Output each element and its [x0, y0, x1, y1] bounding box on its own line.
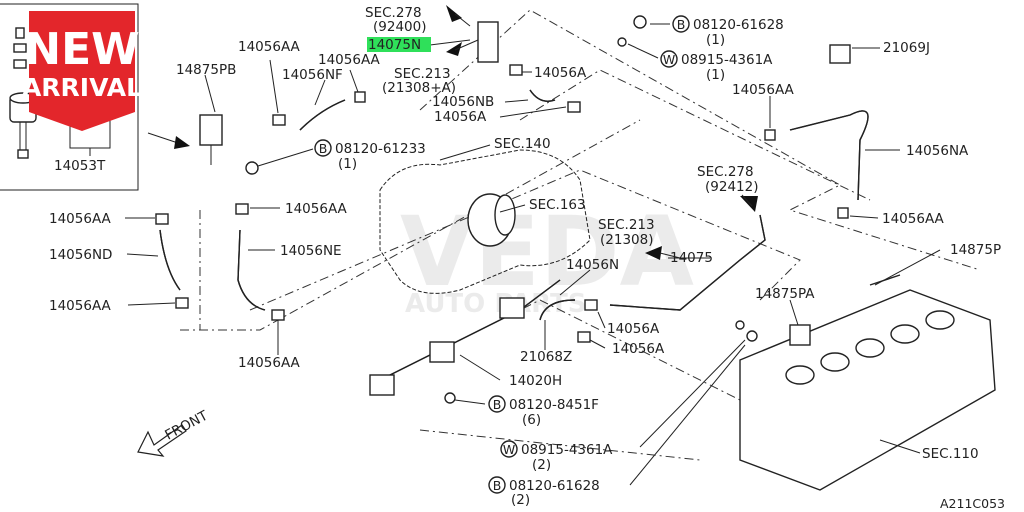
highlight-box	[367, 37, 431, 52]
label-14056A-2: 14056A	[434, 109, 487, 125]
label-bolt-top-qty: (1)	[706, 32, 725, 48]
figure-code: A211C053	[940, 496, 1005, 511]
label-bolt-left: 08120-61233	[335, 141, 426, 157]
label-14056AA-7: 14056AA	[49, 298, 112, 314]
callout-labels: 14875PB 14056AA 14056NF 14056AA SEC.278 …	[49, 5, 1005, 511]
label-washer-bottom: 08915-4361A	[521, 442, 613, 458]
label-bolt-bottom: 08120-8451F	[509, 397, 599, 413]
label-bolt-bottom-qty: (6)	[522, 412, 541, 428]
watermark: VEDA AUTO PARTS	[400, 196, 694, 319]
label-sec213-mid-ref: (21308)	[600, 232, 653, 248]
label-14056AA-1: 14056AA	[238, 39, 301, 55]
label-sec278-top: SEC.278	[365, 5, 422, 21]
label-14875PA: 14875PA	[755, 286, 815, 302]
label-front: FRONT	[162, 407, 211, 443]
label-14056AA-8: 14056AA	[238, 355, 301, 371]
label-14056AA-6: 14056AA	[49, 211, 112, 227]
label-14056AA-5: 14056AA	[285, 201, 348, 217]
fittings	[155, 15, 851, 404]
label-21068Z: 21068Z	[520, 349, 572, 365]
label-14056NF: 14056NF	[282, 67, 343, 83]
label-sec278-top-ref: (92400)	[373, 19, 426, 35]
label-14056N: 14056N	[566, 257, 619, 273]
label-14056NE: 14056NE	[280, 243, 342, 259]
new-arrival-badge: NEW ARRIVAL	[22, 11, 142, 131]
label-sec278-mid-ref: (92412)	[705, 179, 758, 195]
label-14056AA-2: 14056AA	[318, 52, 381, 68]
label-14056AA-3: 14056AA	[732, 82, 795, 98]
label-21069J: 21069J	[883, 40, 930, 56]
label-14056A-4: 14056A	[612, 341, 665, 357]
arrows	[137, 5, 758, 457]
circle-b-2: B	[319, 141, 328, 156]
badge-line2: ARRIVAL	[22, 73, 142, 102]
label-washer-top-qty: (1)	[706, 67, 725, 83]
label-14875PB: 14875PB	[176, 62, 236, 78]
circle-b-1: B	[677, 17, 686, 32]
label-bolt-last: 08120-61628	[509, 478, 600, 494]
label-washer-top: 08915-4361A	[681, 52, 773, 68]
label-sec278-mid: SEC.278	[697, 164, 754, 180]
label-14056AA-4: 14056AA	[882, 211, 945, 227]
watermark-line2: AUTO PARTS	[405, 289, 586, 319]
circle-b-3: B	[493, 397, 502, 412]
circle-w-1: W	[663, 52, 675, 67]
label-14875P: 14875P	[950, 242, 1001, 258]
label-14056ND: 14056ND	[49, 247, 112, 263]
circle-b-4: B	[493, 478, 502, 493]
label-14075: 14075	[670, 250, 713, 266]
label-sec140: SEC.140	[494, 136, 551, 152]
badge-line1: NEW	[24, 24, 139, 75]
label-sec213-top-ref: (21308+A)	[382, 80, 456, 96]
label-14056A-3: 14056A	[607, 321, 660, 337]
label-bolt-top: 08120-61628	[693, 17, 784, 33]
label-14053T: 14053T	[54, 158, 106, 174]
label-14056NB: 14056NB	[432, 94, 494, 110]
label-sec163: SEC.163	[529, 197, 586, 213]
label-bolt-last-qty: (2)	[511, 492, 530, 508]
label-sec110: SEC.110	[922, 446, 979, 462]
circle-markers: B W B B W B	[314, 15, 690, 494]
label-washer-bottom-qty: (2)	[532, 457, 551, 473]
label-14056NA: 14056NA	[906, 143, 969, 159]
label-sec213-mid: SEC.213	[598, 217, 655, 233]
label-sec213-top: SEC.213	[394, 66, 451, 82]
leader-lines	[125, 23, 941, 486]
circle-w-2: W	[503, 442, 515, 457]
label-14056A-1: 14056A	[534, 65, 587, 81]
label-14020H: 14020H	[509, 373, 562, 389]
label-14075N: 14075N	[368, 37, 421, 53]
intake-manifold-sketch	[379, 149, 591, 294]
label-bolt-left-qty: (1)	[338, 156, 357, 172]
